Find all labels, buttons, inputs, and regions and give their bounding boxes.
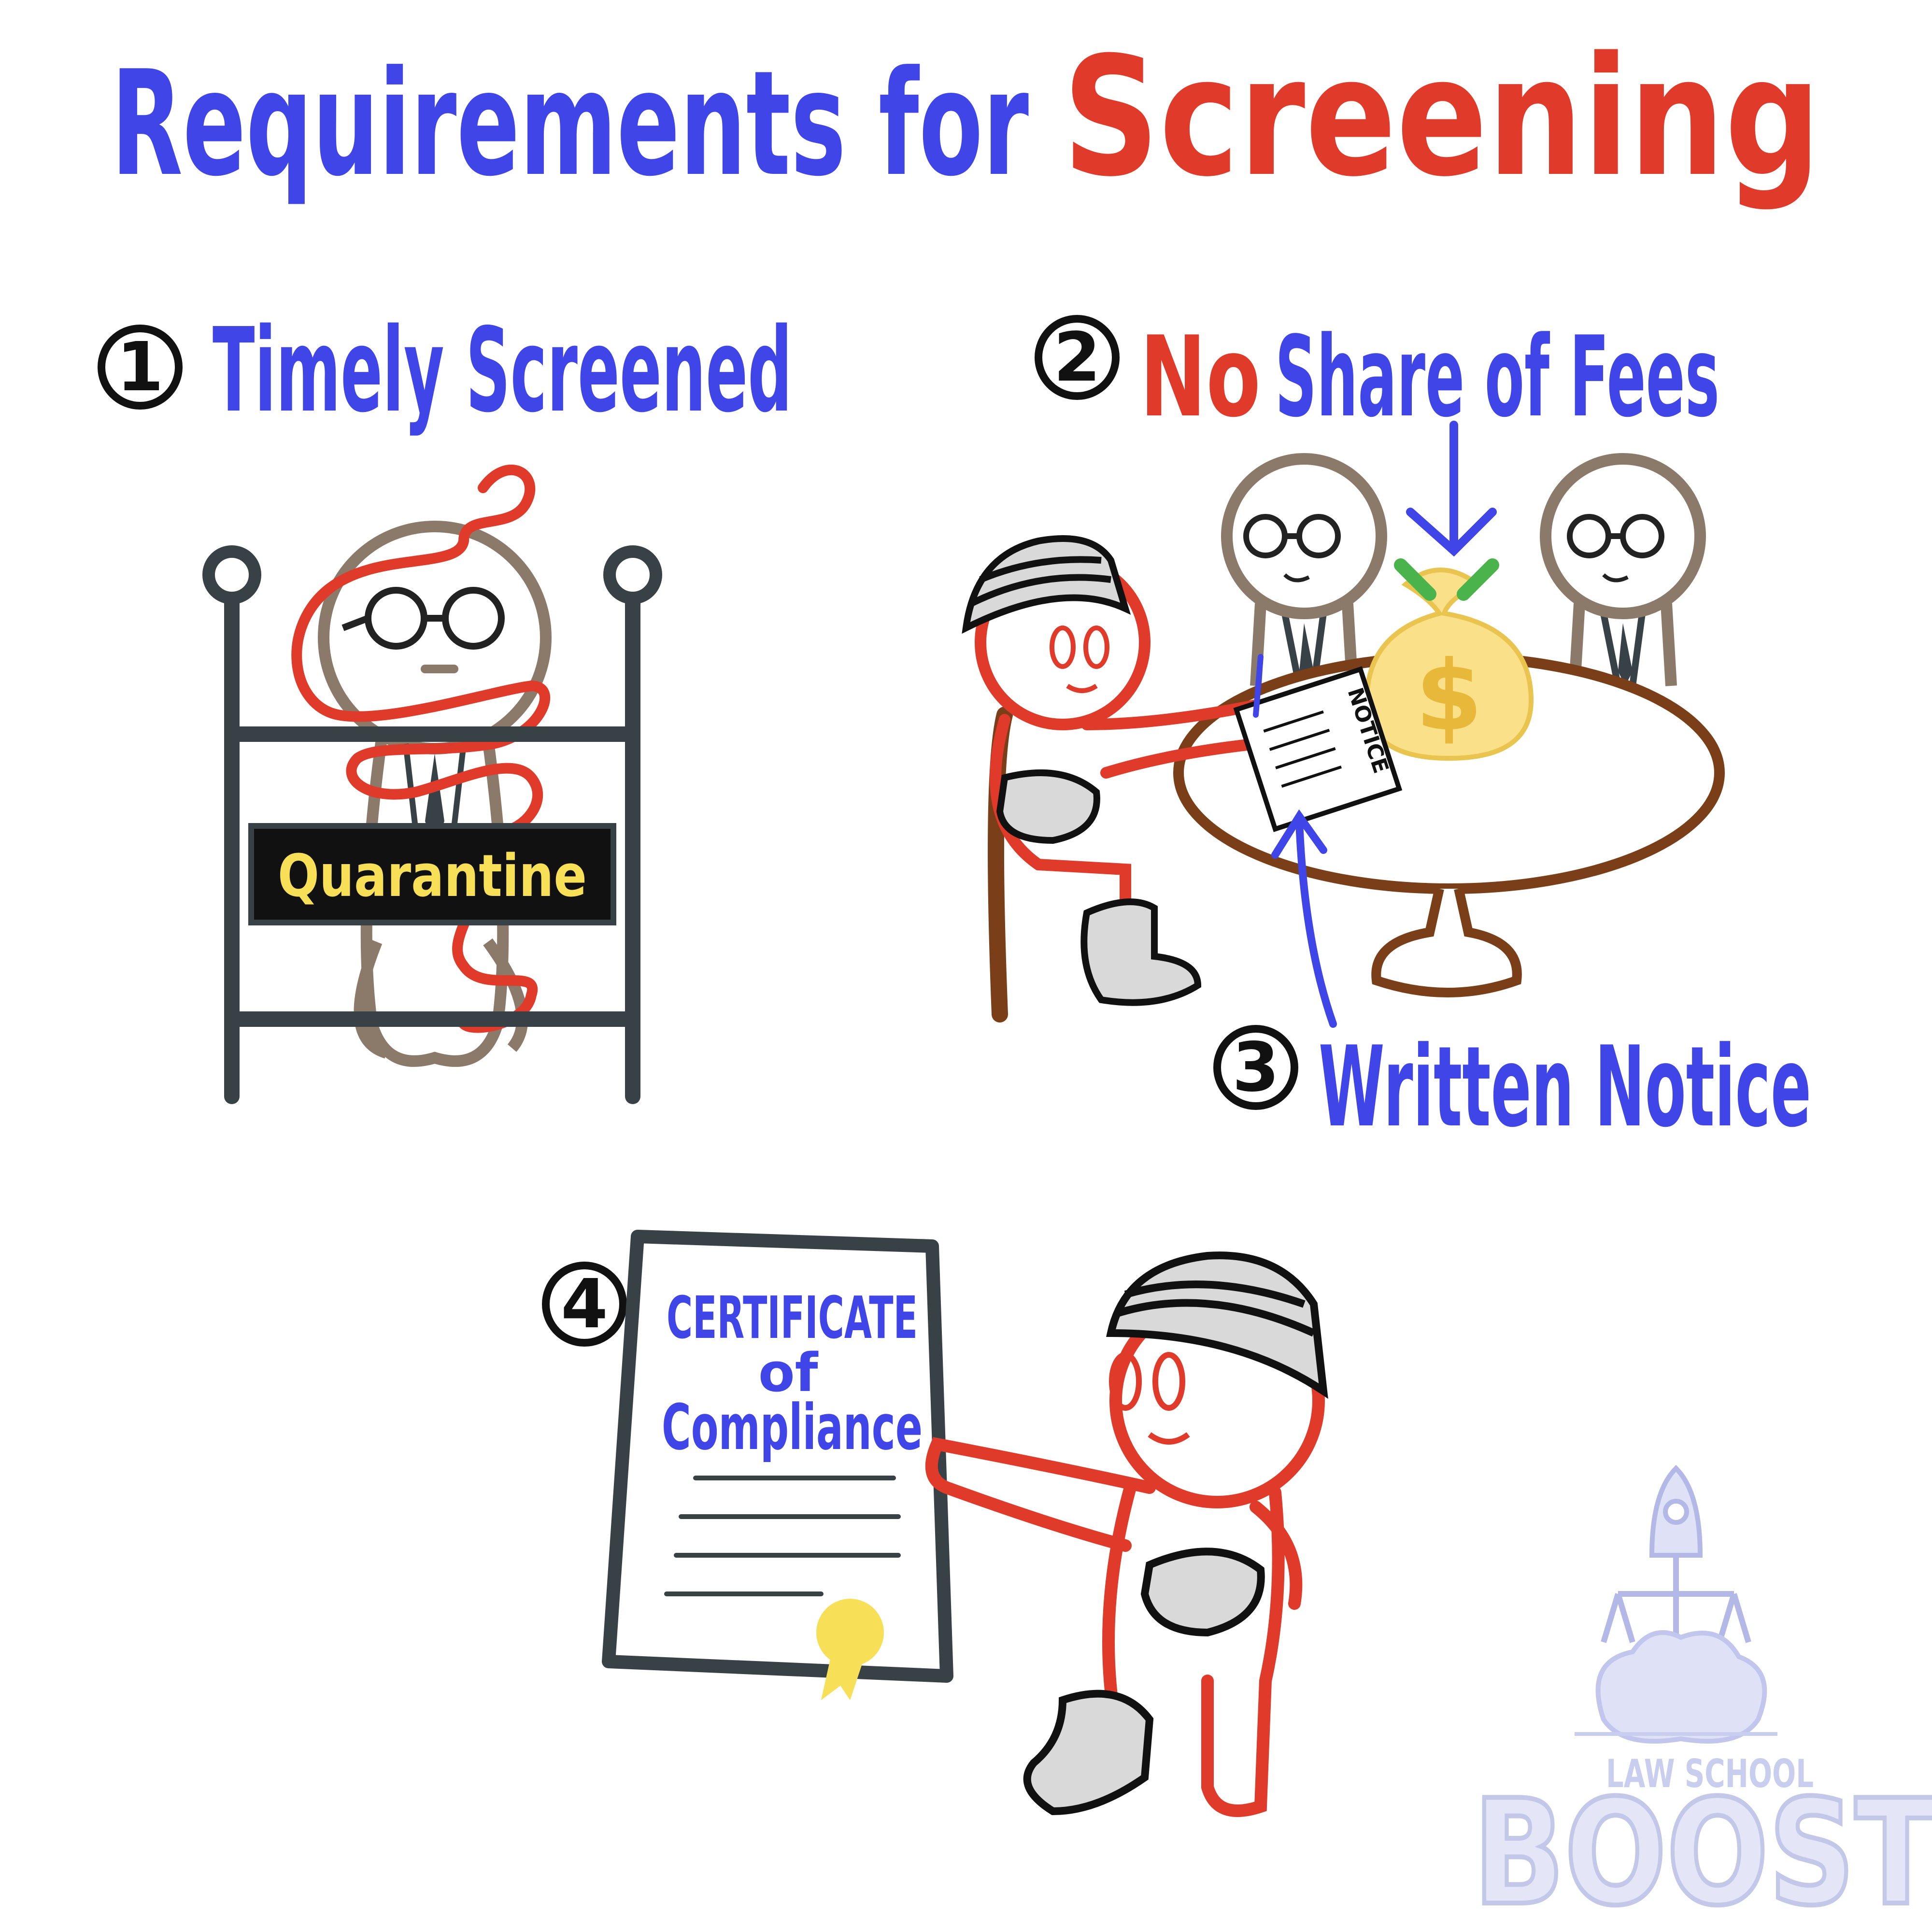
certificate-paper: [602, 1230, 953, 1683]
leg-cast: [1080, 898, 1202, 1006]
quarantine-scene: Quarantine: [202, 464, 662, 1104]
number-1: 1: [116, 328, 163, 407]
label-timely-screened: Timely Screened: [213, 303, 792, 438]
number-3: 3: [1232, 1028, 1279, 1107]
arm-sling: [996, 769, 1100, 844]
number-badge-1: [98, 325, 183, 410]
injured-lawyer-seated: [975, 554, 1271, 952]
head-bandage: [962, 535, 1131, 634]
partner-lawyer-left: [1221, 453, 1387, 687]
rocket-icon: [1649, 1464, 1703, 1558]
number-2: 2: [1053, 318, 1100, 397]
dollar-sign: $: [1415, 640, 1482, 753]
certificate-title-2: of: [758, 1342, 819, 1404]
injured-face: [1050, 625, 1109, 693]
table-stand: [1371, 887, 1522, 997]
arm-sling: [1140, 1548, 1265, 1637]
title: Requirements for Screening: [111, 22, 1821, 213]
money-bag-icon: $: [1364, 558, 1534, 761]
seal-icon: [816, 1599, 884, 1700]
glasses-icon: [1567, 514, 1664, 558]
head-bandage: [1106, 1251, 1328, 1399]
gate-post-tops: [202, 545, 662, 604]
number-badge-4: [542, 1262, 627, 1347]
quarantine-sign-text: Quarantine: [278, 843, 587, 910]
label-written-notice: Written Notice: [1319, 1023, 1811, 1152]
certificate-lines: [664, 1476, 901, 1596]
title-part-1: Requirements for: [111, 40, 1029, 208]
label-no: No: [1140, 313, 1261, 442]
law-school-boost-logo: LAW SCHOOL BOOST: [1471, 1464, 1932, 1932]
item-3: 3 Written Notice: [1213, 1023, 1811, 1152]
quarantine-sign: [248, 823, 616, 925]
red-swirl-tape: [291, 464, 551, 1033]
item-2: 2 No Share of Fees: [1035, 313, 1719, 442]
number-4: 4: [561, 1265, 608, 1344]
partner-lawyer-right: [1540, 453, 1706, 687]
logo-line-1: LAW SCHOOL: [1606, 1751, 1814, 1796]
arrow-down-icon: [1406, 421, 1497, 557]
arrow-up-icon: [1271, 809, 1337, 1028]
quarantine-gate: [224, 586, 640, 1104]
certificate: CERTIFICATE of Compliance: [602, 1230, 953, 1700]
item-1: 1 Timely Screened: [98, 303, 792, 438]
title-part-2: Screening: [1063, 22, 1821, 213]
logo-line-2: BOOST: [1473, 1769, 1932, 1932]
item-4: 4 CERTIFICATE of Compliance: [542, 1230, 1328, 1817]
glasses-icon: [341, 587, 505, 650]
pen: [1253, 654, 1264, 718]
scales-icon: [1601, 1555, 1751, 1652]
label-share-of-fees: Share of Fees: [1275, 313, 1719, 442]
leg-cast: [1023, 1690, 1154, 1816]
notice-paper: [1233, 666, 1403, 832]
certificate-title-3: Compliance: [662, 1391, 923, 1464]
number-badge-3: [1213, 1025, 1298, 1110]
number-badge-2: [1035, 315, 1120, 400]
glasses-icon: [1243, 514, 1341, 558]
injured-face: [1109, 1352, 1190, 1445]
meeting-scene: $ NOTICE: [962, 453, 1725, 1023]
certificate-title-1: CERTIFICATE: [667, 1285, 918, 1352]
brain-icon: [1595, 1630, 1767, 1744]
